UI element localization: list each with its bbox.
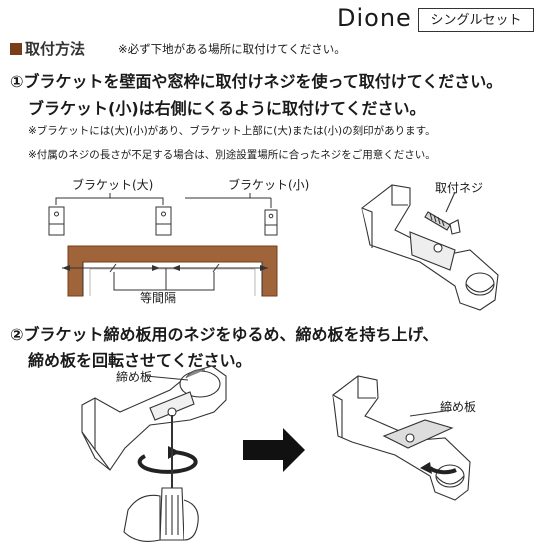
next-step-arrow xyxy=(243,428,305,472)
screw-label: 取付ネジ xyxy=(435,181,484,195)
bracket-rotated-plate-diagram xyxy=(332,375,471,501)
bracket-3d-diagram xyxy=(361,184,499,311)
section-square-icon xyxy=(10,43,22,55)
spacing-label: 等間隔 xyxy=(140,291,177,305)
step1-line2: ブラケット(小)は右側にくるように取付けてください。 xyxy=(28,99,426,118)
plate-label-left: 締め板 xyxy=(116,370,153,384)
step2-line2: 締め板を回転させてください。 xyxy=(28,351,252,370)
bracket-screwdriver-diagram xyxy=(81,365,227,542)
step1-note1: ※ブラケットには(大)(小)があり、ブラケット上部に(大)または(小)の刻印があ… xyxy=(28,125,436,137)
window-frame-diagram xyxy=(48,193,278,297)
step1-line1: ①ブラケットを壁面や窓枠に取付けネジを使って取付けてください。 xyxy=(10,72,503,91)
step2-line1: ②ブラケット締め板用のネジをゆるめ、締め板を持ち上げ、 xyxy=(10,325,439,344)
section-title: 取付方法 xyxy=(10,38,85,59)
bracket-left xyxy=(48,206,65,236)
window-frame xyxy=(67,245,278,297)
section-title-text: 取付方法 xyxy=(25,40,86,58)
mounting-screw xyxy=(424,211,461,235)
bracket-small-label: ブラケット(小) xyxy=(228,178,310,192)
hand-icon xyxy=(123,494,161,542)
bracket-middle xyxy=(155,206,172,236)
variant-badge: シングルセット xyxy=(418,8,534,32)
bracket-large-label: ブラケット(大) xyxy=(72,178,154,192)
section-note: ※必ず下地がある場所に取付けてください。 xyxy=(118,42,346,56)
step1-note2: ※付属のネジの長さが不足する場合は、別途設置場所に合ったネジをご用意ください。 xyxy=(28,149,436,161)
brand-name: Dione xyxy=(337,4,412,32)
bracket-right xyxy=(264,209,278,236)
